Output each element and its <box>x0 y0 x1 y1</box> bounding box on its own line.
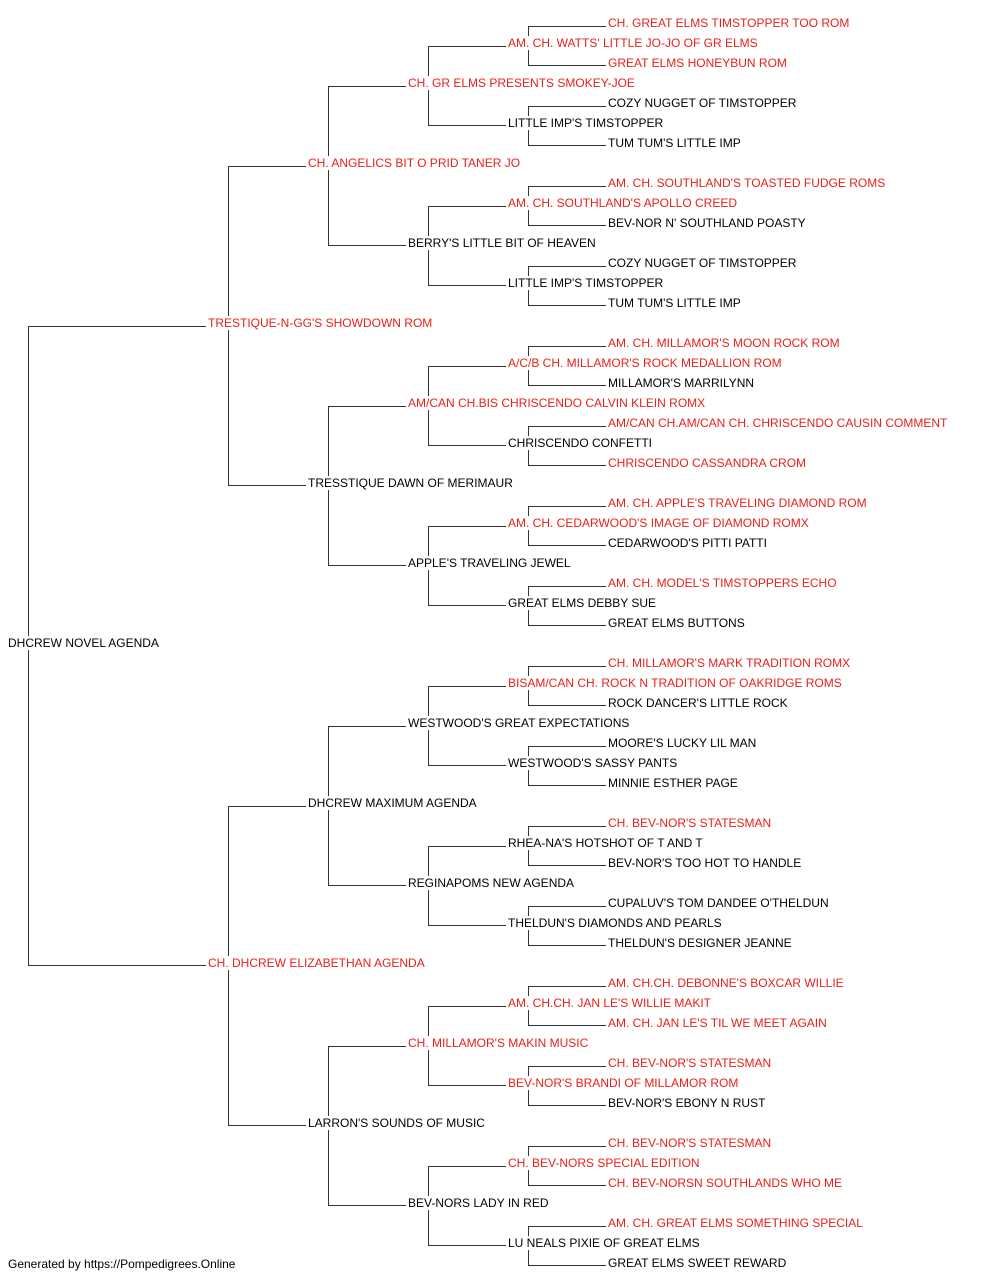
dam-name-gen5[interactable]: MILLAMOR'S MARRILYNN <box>607 376 756 390</box>
sire-name-gen5[interactable]: CH. BEV-NOR'S STATESMAN <box>607 1056 773 1070</box>
sire-name-gen5[interactable]: CH. BEV-NOR'S STATESMAN <box>607 1136 773 1150</box>
footer-credit: Generated by https://Pompedigrees.Online <box>8 1257 236 1271</box>
dam-name-gen4[interactable]: BEV-NOR'S BRANDI OF MILLAMOR ROM <box>507 1076 740 1090</box>
sire-name-gen5[interactable]: COZY NUGGET OF TIMSTOPPER <box>607 96 798 110</box>
sire-name-gen3[interactable]: CH. MILLAMOR'S MAKIN MUSIC <box>407 1036 590 1050</box>
sire-name-gen5[interactable]: AM. CH. SOUTHLAND'S TOASTED FUDGE ROMS <box>607 176 887 190</box>
dam-name-gen2[interactable]: LARRON'S SOUNDS OF MUSIC <box>307 1116 486 1130</box>
dam-name-gen4[interactable]: WESTWOOD'S SASSY PANTS <box>507 756 679 770</box>
sire-name-gen5[interactable]: CUPALUV'S TOM DANDEE O'THELDUN <box>607 896 830 910</box>
dam-name-gen5[interactable]: GREAT ELMS HONEYBUN ROM <box>607 56 788 70</box>
dam-name-gen1[interactable]: CH. DHCREW ELIZABETHAN AGENDA <box>207 956 426 970</box>
dam-name-gen5[interactable]: BEV-NOR N' SOUTHLAND POASTY <box>607 216 807 230</box>
dam-name-gen4[interactable]: LITTLE IMP'S TIMSTOPPER <box>507 116 665 130</box>
dam-name-gen4[interactable]: LU NEALS PIXIE OF GREAT ELMS <box>507 1236 701 1250</box>
dam-name-gen3[interactable]: APPLE'S TRAVELING JEWEL <box>407 556 572 570</box>
sire-name-gen5[interactable]: AM. CH. MILLAMOR'S MOON ROCK ROM <box>607 336 841 350</box>
sire-name-gen5[interactable]: AM. CH. APPLE'S TRAVELING DIAMOND ROM <box>607 496 868 510</box>
sire-name-gen4[interactable]: AM. CH. CEDARWOOD'S IMAGE OF DIAMOND ROM… <box>507 516 810 530</box>
sire-name-gen5[interactable]: COZY NUGGET OF TIMSTOPPER <box>607 256 798 270</box>
dam-name-gen5[interactable]: BEV-NOR'S EBONY N RUST <box>607 1096 767 1110</box>
sire-name-gen5[interactable]: AM. CH. MODEL'S TIMSTOPPERS ECHO <box>607 576 838 590</box>
dam-name-gen5[interactable]: CHRISCENDO CASSANDRA CROM <box>607 456 808 470</box>
dam-name-gen3[interactable]: BERRY'S LITTLE BIT OF HEAVEN <box>407 236 597 250</box>
sire-name-gen5[interactable]: CH. BEV-NOR'S STATESMAN <box>607 816 773 830</box>
dam-name-gen4[interactable]: LITTLE IMP'S TIMSTOPPER <box>507 276 665 290</box>
sire-name-gen5[interactable]: CH. MILLAMOR'S MARK TRADITION ROMX <box>607 656 852 670</box>
dam-name-gen4[interactable]: GREAT ELMS DEBBY SUE <box>507 596 658 610</box>
dam-name-gen5[interactable]: AM. CH. JAN LE'S TIL WE MEET AGAIN <box>607 1016 828 1030</box>
sire-name-gen3[interactable]: WESTWOOD'S GREAT EXPECTATIONS <box>407 716 631 730</box>
dam-name-gen5[interactable]: TUM TUM'S LITTLE IMP <box>607 296 742 310</box>
dam-name-gen5[interactable]: TUM TUM'S LITTLE IMP <box>607 136 742 150</box>
sire-name-gen3[interactable]: CH. GR ELMS PRESENTS SMOKEY-JOE <box>407 76 636 90</box>
dam-name-gen5[interactable]: CH. BEV-NORSN SOUTHLANDS WHO ME <box>607 1176 844 1190</box>
sire-name-gen4[interactable]: AM. CH. WATTS' LITTLE JO-JO OF GR ELMS <box>507 36 759 50</box>
dam-name-gen4[interactable]: THELDUN'S DIAMONDS AND PEARLS <box>507 916 723 930</box>
dam-name-gen3[interactable]: BEV-NORS LADY IN RED <box>407 1196 550 1210</box>
dam-name-gen5[interactable]: THELDUN'S DESIGNER JEANNE <box>607 936 793 950</box>
subject-name[interactable]: DHCREW NOVEL AGENDA <box>7 636 160 650</box>
dam-name-gen5[interactable]: GREAT ELMS BUTTONS <box>607 616 746 630</box>
sire-name-gen2[interactable]: DHCREW MAXIMUM AGENDA <box>307 796 478 810</box>
sire-name-gen1[interactable]: TRESTIQUE-N-GG'S SHOWDOWN ROM <box>207 316 434 330</box>
dam-name-gen2[interactable]: TRESSTIQUE DAWN OF MERIMAUR <box>307 476 514 490</box>
dam-name-gen4[interactable]: CHRISCENDO CONFETTI <box>507 436 653 450</box>
dam-name-gen5[interactable]: MINNIE ESTHER PAGE <box>607 776 739 790</box>
sire-name-gen4[interactable]: A/C/B CH. MILLAMOR'S ROCK MEDALLION ROM <box>507 356 783 370</box>
sire-name-gen5[interactable]: AM/CAN CH.AM/CAN CH. CHRISCENDO CAUSIN C… <box>607 416 949 430</box>
sire-name-gen4[interactable]: BISAM/CAN CH. ROCK N TRADITION OF OAKRID… <box>507 676 843 690</box>
sire-name-gen5[interactable]: CH. GREAT ELMS TIMSTOPPER TOO ROM <box>607 16 851 30</box>
sire-name-gen2[interactable]: CH. ANGELICS BIT O PRID TANER JO <box>307 156 522 170</box>
sire-name-gen3[interactable]: AM/CAN CH.BIS CHRISCENDO CALVIN KLEIN RO… <box>407 396 707 410</box>
sire-name-gen5[interactable]: AM. CH. GREAT ELMS SOMETHING SPECIAL <box>607 1216 864 1230</box>
sire-name-gen5[interactable]: MOORE'S LUCKY LIL MAN <box>607 736 758 750</box>
dam-name-gen3[interactable]: REGINAPOMS NEW AGENDA <box>407 876 576 890</box>
sire-name-gen4[interactable]: CH. BEV-NORS SPECIAL EDITION <box>507 1156 701 1170</box>
sire-name-gen4[interactable]: RHEA-NA'S HOTSHOT OF T AND T <box>507 836 704 850</box>
dam-name-gen5[interactable]: CEDARWOOD'S PITTI PATTI <box>607 536 768 550</box>
sire-name-gen5[interactable]: AM. CH.CH. DEBONNE'S BOXCAR WILLIE <box>607 976 845 990</box>
sire-name-gen4[interactable]: AM. CH. SOUTHLAND'S APOLLO CREED <box>507 196 739 210</box>
dam-name-gen5[interactable]: BEV-NOR'S TOO HOT TO HANDLE <box>607 856 803 870</box>
dam-name-gen5[interactable]: ROCK DANCER'S LITTLE ROCK <box>607 696 789 710</box>
dam-name-gen5[interactable]: GREAT ELMS SWEET REWARD <box>607 1256 788 1270</box>
sire-name-gen4[interactable]: AM. CH.CH. JAN LE'S WILLIE MAKIT <box>507 996 712 1010</box>
